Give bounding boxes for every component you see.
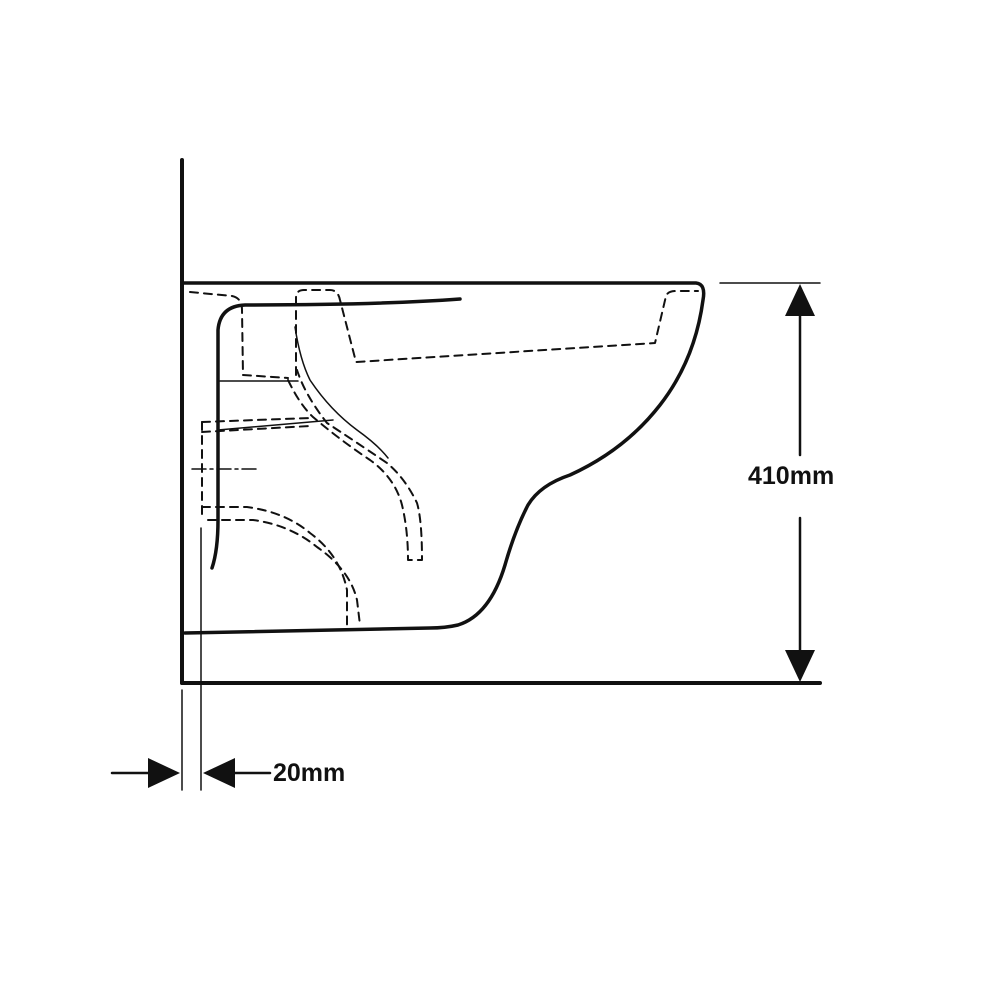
height-dimension-label: 410mm [748,462,835,491]
arrow-left-icon [203,758,235,788]
thin-line-slanted [217,419,334,431]
arrow-up-icon [785,284,815,316]
offset-dimension [110,527,272,791]
arrow-right-icon [148,758,180,788]
trap-curve [294,326,389,459]
height-dimension [719,282,821,682]
offset-dimension-label: 20mm [273,759,346,788]
pan-outline [182,281,706,635]
hidden-lines [189,289,699,626]
rim-inner-line [210,297,462,570]
arrow-down-icon [785,650,815,682]
